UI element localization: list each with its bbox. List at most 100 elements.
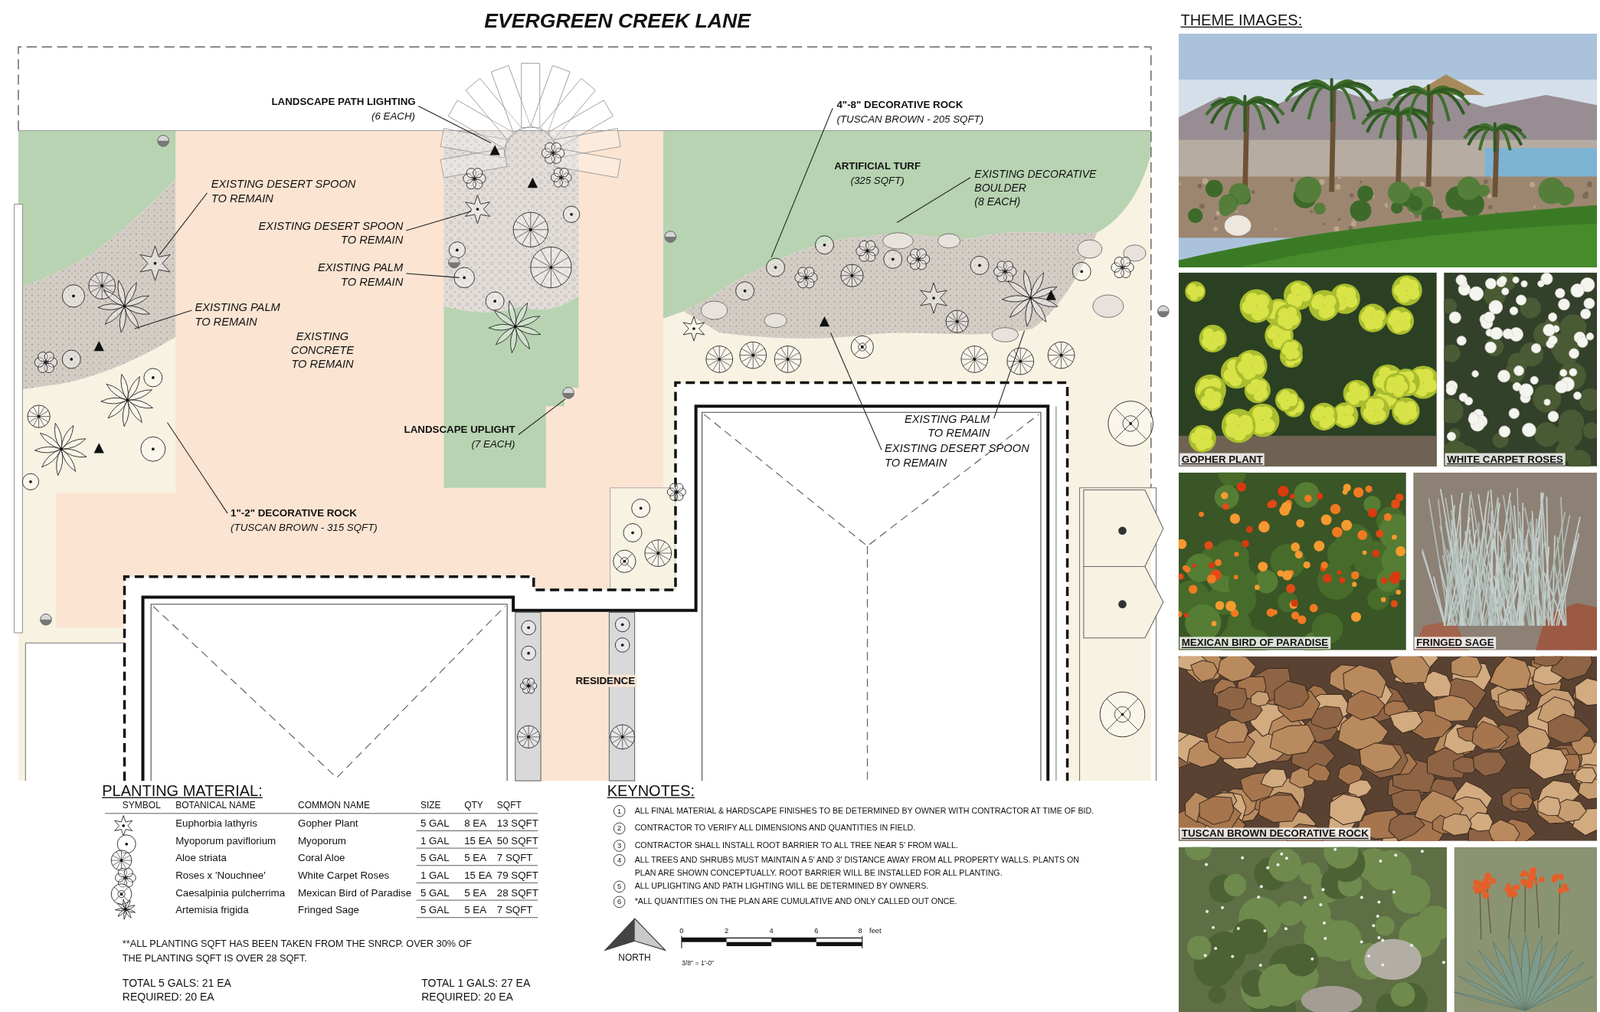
- drawing-part: [1214, 559, 1222, 567]
- drawing-part: [1275, 388, 1299, 413]
- drawing-part: [1184, 566, 1191, 573]
- plan-callout: (7 EACH): [471, 438, 516, 451]
- drawing-part: [1555, 380, 1568, 393]
- drawing-part: [1484, 311, 1496, 323]
- drawing-part: [1121, 257, 1131, 267]
- drawing-part: [1586, 181, 1593, 187]
- drawing-part: [111, 883, 132, 905]
- table-total: TOTAL 5 GALS: 21 EA: [122, 976, 232, 990]
- scale-number: 6: [814, 926, 818, 936]
- drawing-part: [1442, 813, 1472, 835]
- drawing-part: [1393, 853, 1398, 857]
- scale-bar: [680, 935, 682, 949]
- drawing-part: [945, 310, 969, 333]
- drawing-part: [622, 736, 635, 737]
- drawing-part: [1420, 849, 1424, 853]
- drawing-part: [1178, 847, 1447, 1012]
- drawing-part: [1350, 199, 1372, 222]
- drawing-part: [151, 376, 155, 380]
- drawing-part: [59, 447, 63, 451]
- drawing-part: [1287, 392, 1298, 403]
- drawing-part: [675, 483, 684, 491]
- drawing-part: [1268, 848, 1302, 882]
- drawing-part: [464, 194, 490, 223]
- drawing-part: [683, 316, 705, 341]
- drawing-part: [1256, 895, 1260, 899]
- callout-number: 4: [617, 855, 622, 864]
- drawing-part: [1213, 946, 1218, 950]
- uplight: [664, 236, 677, 243]
- leader-line: [518, 399, 566, 436]
- drawing-part: [945, 320, 958, 322]
- drawing-part: [1274, 680, 1309, 710]
- scale-bar: [681, 935, 863, 949]
- drawing-part: [736, 281, 755, 301]
- drawing-part: [1114, 407, 1146, 439]
- drawing-part: [513, 324, 517, 328]
- drawing-part: [1303, 895, 1307, 899]
- drawing-part: [540, 249, 551, 268]
- drawing-part: [62, 350, 81, 369]
- drawing-part: [1583, 422, 1600, 439]
- uplight: [40, 613, 53, 625]
- drawing-part: [550, 257, 569, 268]
- drawing-part: [974, 358, 988, 360]
- drawing-part: [646, 552, 658, 560]
- drawing-part: [1235, 210, 1238, 213]
- drawing-part: [1230, 513, 1241, 524]
- plant-symbol: [1007, 347, 1034, 375]
- site-ground: [14, 203, 23, 633]
- drawing-part: [1318, 903, 1322, 907]
- table-cell: 7 SQFT: [497, 851, 534, 864]
- drawing-part: [1367, 954, 1371, 958]
- drawing-part: [1526, 882, 1534, 890]
- drawing-part: [39, 415, 51, 417]
- drawing-part: [962, 359, 975, 367]
- drawing-part: [1514, 365, 1525, 376]
- drawing-part: [1257, 561, 1268, 572]
- drawing-part: [1299, 897, 1332, 930]
- plant-symbol: [34, 422, 87, 475]
- drawing-part: [1533, 205, 1536, 208]
- drawing-part: [616, 726, 623, 737]
- drawing-part: [1470, 490, 1489, 626]
- table-total: REQUIRED: 20 EA: [122, 989, 215, 1003]
- drawing-part: [1290, 599, 1299, 608]
- drawing-part: [1241, 539, 1250, 548]
- drawing-part: [1534, 422, 1560, 447]
- table-cell: Aloe striata: [175, 851, 227, 864]
- drawing-part: [1547, 411, 1559, 423]
- plan-callout: LANDSCAPE UPLIGHT: [404, 423, 516, 436]
- drawing-part: [739, 354, 753, 356]
- drawing-part: [1508, 408, 1519, 419]
- uplight: [664, 231, 677, 243]
- drawing-part: [804, 276, 809, 280]
- north-label: NORTH: [618, 952, 651, 963]
- drawing-part: [1359, 180, 1363, 184]
- drawing-part: [974, 359, 976, 373]
- drawing-part: [117, 280, 125, 307]
- drawing-part: [1514, 505, 1523, 626]
- legend-symbol: [111, 814, 136, 920]
- drawing-part: [1108, 401, 1154, 447]
- residence-outline: [540, 611, 609, 781]
- drawing-part: [1491, 878, 1496, 884]
- plant-symbol: [111, 883, 132, 905]
- drawing-part: [1178, 33, 1597, 268]
- keynote-circle: [613, 853, 625, 866]
- keynote-circle: [613, 840, 625, 852]
- drawing-part: [746, 343, 754, 356]
- drawing-part: [1533, 880, 1538, 885]
- drawing-part: [1371, 398, 1385, 411]
- drawing-part: [1380, 596, 1387, 603]
- drawing-part: [858, 343, 867, 351]
- drawing-part: [1184, 281, 1206, 302]
- drawing-part: [1199, 203, 1205, 210]
- residence-outline: [1083, 489, 1164, 567]
- drawing-part: [968, 347, 976, 360]
- drawing-part: [1266, 866, 1270, 870]
- table-header: QTY: [464, 799, 484, 811]
- drawing-part: [1197, 183, 1203, 189]
- drawing-part: [526, 735, 531, 739]
- drawing-part: [117, 889, 125, 897]
